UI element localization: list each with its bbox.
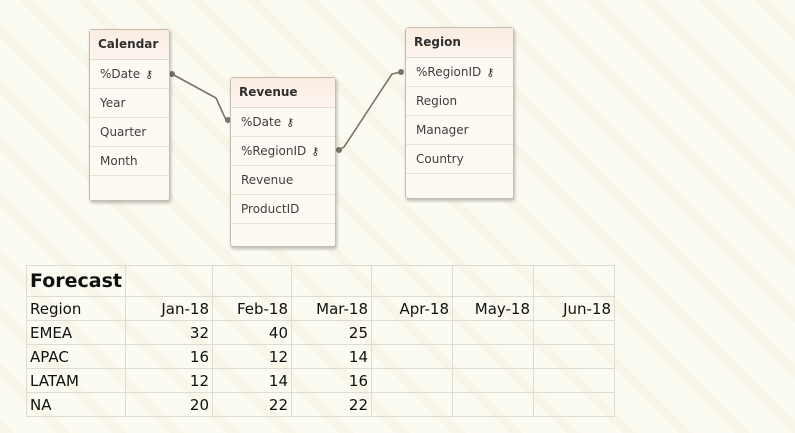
table-region[interactable]: Region %RegionID ⚷ Region Manager Country — [405, 27, 514, 199]
column-header[interactable]: May-18 — [452, 296, 534, 321]
value-cell[interactable] — [452, 344, 534, 369]
region-cell[interactable]: APAC — [26, 344, 126, 369]
link-dot — [336, 147, 342, 153]
link-dot — [225, 117, 231, 123]
region-cell[interactable]: LATAM — [26, 368, 126, 393]
table-row: EMEA 32 40 25 — [26, 320, 615, 345]
column-header[interactable]: Mar-18 — [291, 296, 372, 321]
table-cell[interactable] — [452, 265, 534, 297]
field-quarter[interactable]: Quarter — [90, 118, 169, 147]
field-label: %RegionID — [416, 65, 482, 79]
region-cell[interactable]: NA — [26, 392, 126, 417]
table-cell[interactable] — [212, 265, 292, 297]
value-cell[interactable] — [533, 320, 615, 345]
field-label: %Date — [100, 67, 141, 81]
key-icon: ⚷ — [486, 66, 495, 79]
table-cell[interactable] — [371, 265, 453, 297]
table-title: Calendar — [90, 30, 169, 60]
field-label: %RegionID — [241, 144, 307, 158]
value-cell[interactable]: 16 — [125, 344, 213, 369]
column-header[interactable]: Jun-18 — [533, 296, 615, 321]
field-label: ProductID — [241, 202, 300, 216]
value-cell[interactable]: 25 — [291, 320, 372, 345]
table-cell[interactable] — [291, 265, 372, 297]
column-header[interactable]: Apr-18 — [371, 296, 453, 321]
title-row: Forecast — [26, 265, 615, 297]
table-row: APAC 16 12 14 — [26, 344, 615, 369]
table-title: Revenue — [231, 78, 335, 108]
value-cell[interactable]: 14 — [212, 368, 292, 393]
value-cell[interactable]: 20 — [125, 392, 213, 417]
field-label: Country — [416, 152, 464, 166]
field-regionid[interactable]: %RegionID ⚷ — [231, 137, 335, 166]
column-header[interactable]: Region — [26, 296, 126, 321]
value-cell[interactable] — [533, 368, 615, 393]
value-cell[interactable]: 12 — [125, 368, 213, 393]
field-regionid[interactable]: %RegionID ⚷ — [406, 58, 513, 87]
region-cell[interactable]: EMEA — [26, 320, 126, 345]
key-icon: ⚷ — [286, 116, 295, 129]
table-title: Region — [406, 28, 513, 58]
link-dot — [169, 71, 175, 77]
field-manager[interactable]: Manager — [406, 116, 513, 145]
value-cell[interactable] — [371, 320, 453, 345]
field-label: Year — [100, 96, 126, 110]
table-revenue[interactable]: Revenue %Date ⚷ %RegionID ⚷ Revenue Produc… — [230, 77, 336, 247]
value-cell[interactable] — [533, 344, 615, 369]
field-productid[interactable]: ProductID — [231, 195, 335, 224]
value-cell[interactable]: 22 — [291, 392, 372, 417]
table-row: NA 20 22 22 — [26, 392, 615, 417]
table-calendar[interactable]: Calendar %Date ⚷ Year Quarter Month — [89, 29, 170, 201]
field-year[interactable]: Year — [90, 89, 169, 118]
column-header[interactable]: Jan-18 — [125, 296, 213, 321]
link-region-revenue — [338, 71, 402, 151]
value-cell[interactable] — [371, 368, 453, 393]
field-label: Quarter — [100, 125, 147, 139]
field-label: Region — [416, 94, 458, 108]
column-header[interactable]: Feb-18 — [212, 296, 292, 321]
table-cell[interactable] — [125, 265, 213, 297]
field-label: Month — [100, 154, 138, 168]
field-date[interactable]: %Date ⚷ — [90, 60, 169, 89]
field-revenue[interactable]: Revenue — [231, 166, 335, 195]
value-cell[interactable] — [533, 392, 615, 417]
field-label: %Date — [241, 115, 282, 129]
field-month[interactable]: Month — [90, 147, 169, 176]
key-icon: ⚷ — [145, 68, 154, 81]
value-cell[interactable]: 16 — [291, 368, 372, 393]
field-region[interactable]: Region — [406, 87, 513, 116]
value-cell[interactable] — [371, 392, 453, 417]
table-cell[interactable] — [533, 265, 615, 297]
field-label: Manager — [416, 123, 469, 137]
forecast-title: Forecast — [26, 265, 126, 297]
link-dot — [398, 69, 404, 75]
header-row: Region Jan-18 Feb-18 Mar-18 Apr-18 May-1… — [26, 296, 615, 321]
value-cell[interactable] — [452, 368, 534, 393]
value-cell[interactable] — [452, 392, 534, 417]
value-cell[interactable]: 14 — [291, 344, 372, 369]
value-cell[interactable]: 12 — [212, 344, 292, 369]
value-cell[interactable]: 40 — [212, 320, 292, 345]
key-icon: ⚷ — [311, 145, 320, 158]
link-calendar-revenue — [171, 73, 231, 121]
field-date[interactable]: %Date ⚷ — [231, 108, 335, 137]
value-cell[interactable]: 22 — [212, 392, 292, 417]
forecast-table: Forecast Region Jan-18 Feb-18 Mar-18 Apr… — [26, 265, 615, 417]
value-cell[interactable]: 32 — [125, 320, 213, 345]
value-cell[interactable] — [452, 320, 534, 345]
table-row: LATAM 12 14 16 — [26, 368, 615, 393]
field-label: Revenue — [241, 173, 294, 187]
field-country[interactable]: Country — [406, 145, 513, 174]
value-cell[interactable] — [371, 344, 453, 369]
